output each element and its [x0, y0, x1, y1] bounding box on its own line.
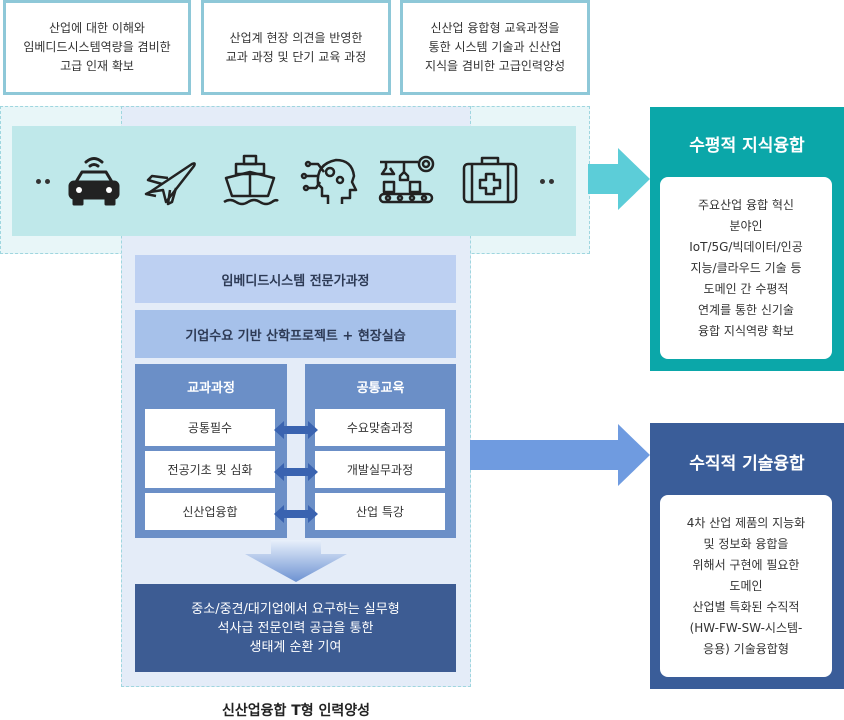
factory-robot-icon	[378, 155, 435, 204]
top-box-3-text: 신산업 융합형 교육과정을 통한 시스템 기술과 신산업 지식을 겸비한 고급인…	[424, 21, 566, 73]
curriculum-item: 공통필수	[145, 409, 275, 446]
expert-course-label: 임베디드시스템 전문가과정	[221, 273, 370, 289]
top-box-2: 산업계 현장 의견을 반영한 교과 과정 및 단기 교육 과정	[201, 0, 391, 95]
ellipsis-dot	[540, 179, 545, 184]
arrow-right-icon	[588, 148, 650, 210]
ship-icon	[223, 154, 279, 206]
airplane-icon	[144, 162, 196, 206]
medical-kit-icon	[462, 156, 518, 204]
horizontal-fusion-text: 주요산업 융합 혁신 분야인 IoT/5G/빅데이터/인공 지능/클라우드 기술…	[689, 197, 803, 338]
ai-head-icon	[300, 158, 358, 204]
industry-project-bar: 기업수요 기반 산학프로젝트 + 현장실습	[135, 310, 456, 358]
industry-project-label: 기업수요 기반 산학프로젝트 + 현장실습	[185, 328, 406, 344]
double-arrow-icon	[274, 463, 318, 481]
outcome-box: 중소/중견/대기업에서 요구하는 실무형 석사급 전문인력 공급을 통한 생태계…	[135, 584, 456, 672]
ellipsis-dot	[45, 179, 50, 184]
arrow-right-icon	[470, 424, 650, 486]
top-box-2-text: 산업계 현장 의견을 반영한 교과 과정 및 단기 교육 과정	[225, 30, 367, 64]
horizontal-fusion-title: 수평적 지식융합	[689, 136, 805, 156]
common-education-title: 공통교육	[356, 381, 405, 396]
vertical-fusion-body: 4차 산업 제품의 지능화 및 정보화 융합을 위해서 구현에 필요한 도메인 …	[660, 495, 832, 677]
ellipsis-dot	[36, 179, 41, 184]
curriculum-item: 전공기초 및 심화	[145, 451, 275, 488]
top-box-3: 신산업 융합형 교육과정을 통한 시스템 기술과 신산업 지식을 겸비한 고급인…	[400, 0, 590, 95]
curriculum-title: 교과과정	[187, 381, 235, 396]
horizontal-fusion-body: 주요산업 융합 혁신 분야인 IoT/5G/빅데이터/인공 지능/클라우드 기술…	[660, 177, 832, 359]
curriculum-item: 신산업융합	[145, 493, 275, 530]
ellipsis-dot	[549, 179, 554, 184]
top-box-1: 산업에 대한 이해와 임베디드시스템역량을 겸비한 고급 인재 확보	[3, 0, 191, 95]
vertical-fusion-box: 수직적 기술융합 4차 산업 제품의 지능화 및 정보화 융합을 위해서 구현에…	[650, 423, 844, 689]
common-education-item: 산업 특강	[315, 493, 445, 530]
double-arrow-icon	[274, 505, 318, 523]
expert-course-bar: 임베디드시스템 전문가과정	[135, 255, 456, 303]
horizontal-fusion-box: 수평적 지식융합 주요산업 융합 혁신 분야인 IoT/5G/빅데이터/인공 지…	[650, 107, 844, 371]
vertical-fusion-text: 4차 산업 제품의 지능화 및 정보화 융합을 위해서 구현에 필요한 도메인 …	[686, 515, 806, 656]
double-arrow-icon	[274, 421, 318, 439]
diagram-caption: 신산업융합 T형 인력양성	[221, 703, 371, 719]
common-education-item: 수요맞춤과정	[315, 409, 445, 446]
outcome-text: 중소/중견/대기업에서 요구하는 실무형 석사급 전문인력 공급을 통한 생태계…	[191, 601, 400, 655]
connected-car-icon	[68, 157, 120, 206]
top-box-1-text: 산업에 대한 이해와 임베디드시스템역량을 겸비한 고급 인재 확보	[23, 21, 171, 73]
common-education-item: 개발실무과정	[315, 451, 445, 488]
curriculum-column: 교과과정 공통필수 전공기초 및 심화 신산업융합	[135, 364, 287, 538]
down-arrow-icon	[245, 540, 347, 582]
double-arrows	[274, 421, 318, 523]
vertical-fusion-title: 수직적 기술융합	[689, 454, 805, 474]
common-education-column: 공통교육 수요맞춤과정 개발실무과정 산업 특강	[305, 364, 456, 538]
